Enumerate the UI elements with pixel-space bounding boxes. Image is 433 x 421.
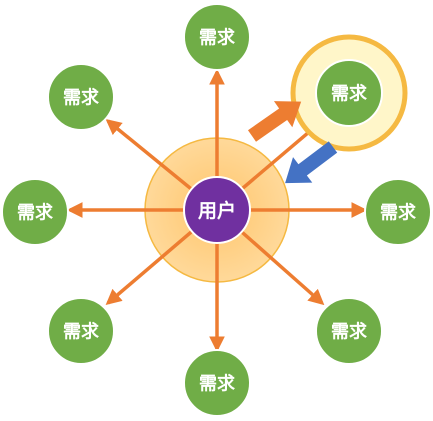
down-arrow (285, 141, 338, 184)
demand-node-highlight: 需求 (315, 59, 383, 127)
demand-label: 需求 (17, 202, 54, 224)
demand-label: 需求 (63, 321, 100, 343)
demand-label: 需求 (199, 27, 236, 49)
up-arrow (247, 101, 302, 142)
demand-node-top-left: 需求 (47, 63, 115, 131)
demand-node-bottom-left: 需求 (47, 297, 115, 365)
user-node: 用户 (183, 176, 251, 244)
demand-node-bottom-right: 需求 (315, 297, 383, 365)
demand-node-top: 需求 (183, 3, 251, 71)
demand-label: 需求 (331, 321, 368, 343)
demand-node-right: 需求 (364, 178, 432, 246)
demand-label: 需求 (199, 373, 236, 395)
demand-label: 需求 (63, 87, 100, 109)
demand-node-bottom: 需求 (183, 349, 251, 417)
demand-node-left: 需求 (1, 178, 69, 246)
demand-label: 需求 (380, 202, 417, 224)
user-label: 用户 (198, 199, 236, 222)
demand-label: 需求 (331, 83, 368, 105)
